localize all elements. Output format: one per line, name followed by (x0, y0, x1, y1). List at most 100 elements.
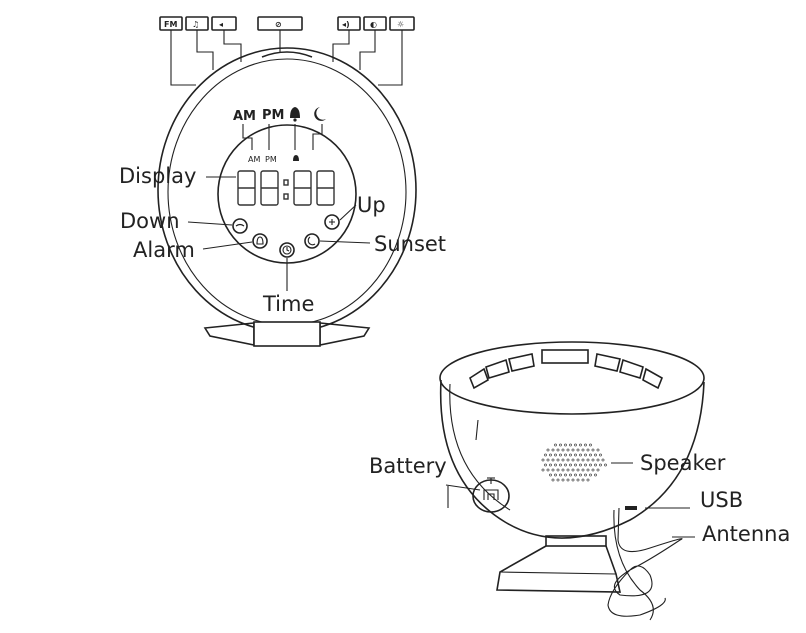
speaker-hole (564, 443, 567, 447)
moon-icon (314, 107, 326, 121)
speaker-hole (571, 458, 575, 462)
label-antenna: Antenna (702, 522, 790, 546)
speaker-hole (574, 453, 577, 457)
time-button[interactable] (279, 242, 295, 258)
speaker-hole (599, 463, 602, 467)
speaker-hole (576, 458, 580, 462)
speaker-hole (581, 468, 585, 472)
speaker-hole (586, 458, 590, 462)
speaker-hole (574, 443, 577, 447)
fm-button[interactable]: FM (159, 16, 183, 31)
speaker-hole (586, 468, 590, 472)
speaker-hole (599, 453, 602, 457)
snooze-button[interactable]: ⊘ (257, 16, 303, 31)
label-battery: Battery (369, 454, 447, 478)
speaker-hole (594, 473, 597, 477)
top-button-leaders (170, 30, 403, 86)
speaker-hole (584, 473, 587, 477)
sunset-button[interactable] (304, 233, 320, 249)
speaker-hole (566, 478, 570, 482)
back-view: Battery Speaker USB Antenna (369, 341, 790, 621)
speaker-hole (549, 463, 552, 467)
speaker-hole (591, 458, 595, 462)
svg-text:◂: ◂ (219, 20, 223, 29)
svg-text:FM: FM (164, 20, 177, 29)
up-button[interactable] (324, 214, 340, 230)
bell-icon-small (293, 155, 299, 161)
label-alarm: Alarm (133, 238, 195, 262)
speaker-hole (549, 453, 552, 457)
speaker-hole (564, 463, 567, 467)
speaker-hole (566, 458, 570, 462)
speaker-hole (589, 443, 592, 447)
speaker-hole (581, 458, 585, 462)
speaker-hole (551, 458, 555, 462)
speaker-hole (559, 463, 562, 467)
speaker-hole (554, 443, 557, 447)
speaker-hole (579, 453, 582, 457)
speaker-hole (589, 473, 592, 477)
speaker-hole (591, 448, 595, 452)
speaker-hole (594, 453, 597, 457)
pm-indicator: PM (262, 108, 284, 123)
svg-text:♫: ♫ (192, 20, 199, 29)
speaker-hole (584, 453, 587, 457)
speaker-hole (571, 448, 575, 452)
svg-text:☼: ☼ (397, 20, 404, 29)
speaker-hole (581, 478, 585, 482)
speaker-hole (559, 443, 562, 447)
speaker-hole (566, 468, 570, 472)
volume-down-button[interactable]: ◂ (211, 16, 237, 31)
speaker-hole (601, 458, 605, 462)
speaker-hole (574, 463, 577, 467)
speaker-hole (544, 453, 547, 457)
music-button[interactable]: ♫ (185, 16, 209, 31)
svg-text:◂): ◂) (342, 20, 350, 29)
label-sunset: Sunset (374, 232, 446, 256)
label-down: Down (120, 209, 180, 233)
speaker-hole (586, 448, 590, 452)
speaker-hole (574, 473, 577, 477)
down-button[interactable] (232, 218, 248, 234)
speaker-hole (561, 478, 565, 482)
back-body-rim (439, 341, 705, 415)
back-body (439, 379, 705, 539)
speaker-hole (604, 463, 607, 467)
speaker-hole (554, 453, 557, 457)
speaker-hole (564, 453, 567, 457)
speaker-hole (571, 468, 575, 472)
speaker-hole (556, 478, 560, 482)
speaker-hole (584, 443, 587, 447)
back-button-slots (469, 349, 664, 390)
antenna-wire (607, 507, 683, 617)
speaker-hole (561, 458, 565, 462)
speaker-hole (579, 473, 582, 477)
top-bump (261, 51, 313, 58)
speaker-hole (559, 473, 562, 477)
speaker-hole (566, 448, 570, 452)
speaker-hole (584, 463, 587, 467)
speaker-hole (589, 463, 592, 467)
speaker-hole (581, 448, 585, 452)
brightness-button[interactable]: ◐ (363, 16, 387, 31)
svg-text:⊘: ⊘ (275, 20, 282, 29)
speaker-hole (596, 468, 600, 472)
speaker-hole (546, 458, 550, 462)
speaker-hole (556, 448, 560, 452)
speaker-grille (541, 443, 607, 482)
label-up: Up (357, 193, 386, 217)
speaker-hole (554, 463, 557, 467)
label-speaker: Speaker (640, 451, 726, 475)
speaker-hole (561, 448, 565, 452)
speaker-hole (591, 468, 595, 472)
usb-port (625, 506, 637, 510)
volume-up-button[interactable]: ◂) (337, 16, 361, 31)
pm-indicator-small: PM (265, 155, 277, 164)
speaker-hole (556, 458, 560, 462)
speaker-hole (541, 468, 545, 472)
speaker-hole (571, 478, 575, 482)
speaker-hole (596, 448, 600, 452)
light-button[interactable]: ☼ (389, 16, 415, 31)
alarm-button[interactable] (252, 233, 268, 249)
